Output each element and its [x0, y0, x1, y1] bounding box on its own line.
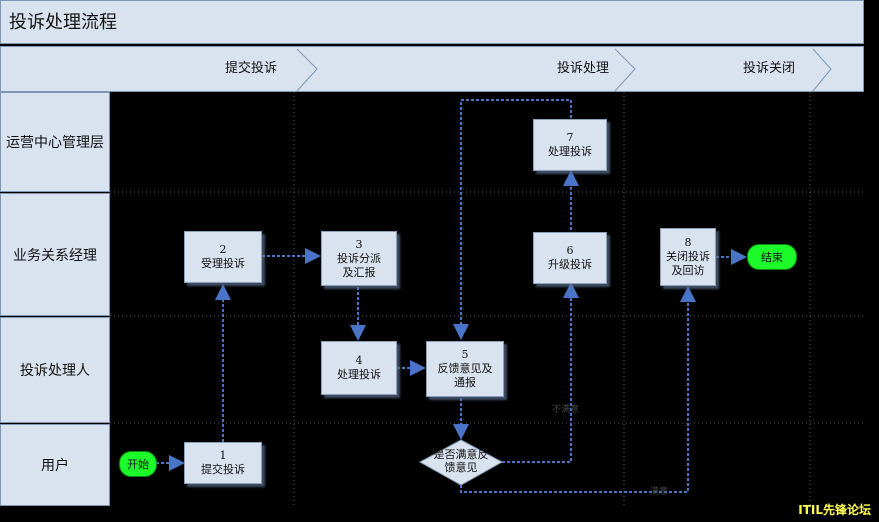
forum-watermark: ITIL先锋论坛 [798, 503, 871, 517]
lane-management: 运营中心管理层 [0, 92, 110, 192]
phase-bar: 提交投诉 投诉处理 投诉关闭 [0, 46, 864, 92]
step-close-followup: 8 关闭投诉及回访 [660, 228, 716, 286]
step-label: 关闭投诉及回访 [666, 250, 710, 277]
end-terminator: 结束 [747, 244, 797, 270]
step-number: 7 [566, 131, 574, 144]
step-label: 处理投诉 [337, 368, 381, 381]
step-number: 1 [219, 449, 227, 462]
lane-relationship-manager: 业务关系经理 [0, 193, 110, 316]
lane-user: 用户 [0, 424, 110, 506]
phase-submit: 提交投诉 [225, 61, 278, 76]
step-number: 6 [566, 244, 574, 257]
step-number: 3 [355, 237, 363, 251]
step-number: 5 [461, 348, 469, 361]
decision-text: 是否满意反馈意见 [433, 448, 489, 474]
phase-chevrons [296, 48, 832, 92]
step-label: 处理投诉 [548, 145, 592, 158]
step-label: 升级投诉 [548, 258, 592, 271]
phase-handle: 投诉处理 [557, 61, 610, 76]
phase-close: 投诉关闭 [743, 61, 796, 76]
step-number: 2 [219, 243, 227, 256]
step-label: 投诉分派及汇报 [337, 251, 381, 279]
step-accept-complaint: 2 受理投诉 [184, 231, 262, 283]
step-feedback-notify: 5 反馈意见及通报 [426, 341, 504, 397]
lane-complaint-handler: 投诉处理人 [0, 317, 110, 423]
edge-label-satisfied: 满意 [650, 487, 669, 497]
step-submit-complaint: 1 提交投诉 [184, 442, 262, 484]
step-label: 反馈意见及通报 [437, 362, 493, 389]
step-number: 4 [355, 354, 363, 367]
step-label: 受理投诉 [201, 257, 245, 270]
diagram-title: 投诉处理流程 [0, 0, 864, 44]
start-terminator: 开始 [119, 451, 157, 477]
step-escalate-complaint: 6 升级投诉 [533, 232, 607, 284]
step-assign-report: 3 投诉分派及汇报 [321, 231, 397, 286]
step-handle-complaint: 4 处理投诉 [321, 341, 397, 395]
step-number: 8 [684, 236, 692, 249]
step-handle-complaint-mgmt: 7 处理投诉 [533, 119, 607, 171]
step-label: 提交投诉 [201, 463, 245, 476]
edge-label-unsatisfied: 不满意 [552, 405, 580, 415]
decision-label: 是否满意反馈意见 [420, 441, 502, 481]
